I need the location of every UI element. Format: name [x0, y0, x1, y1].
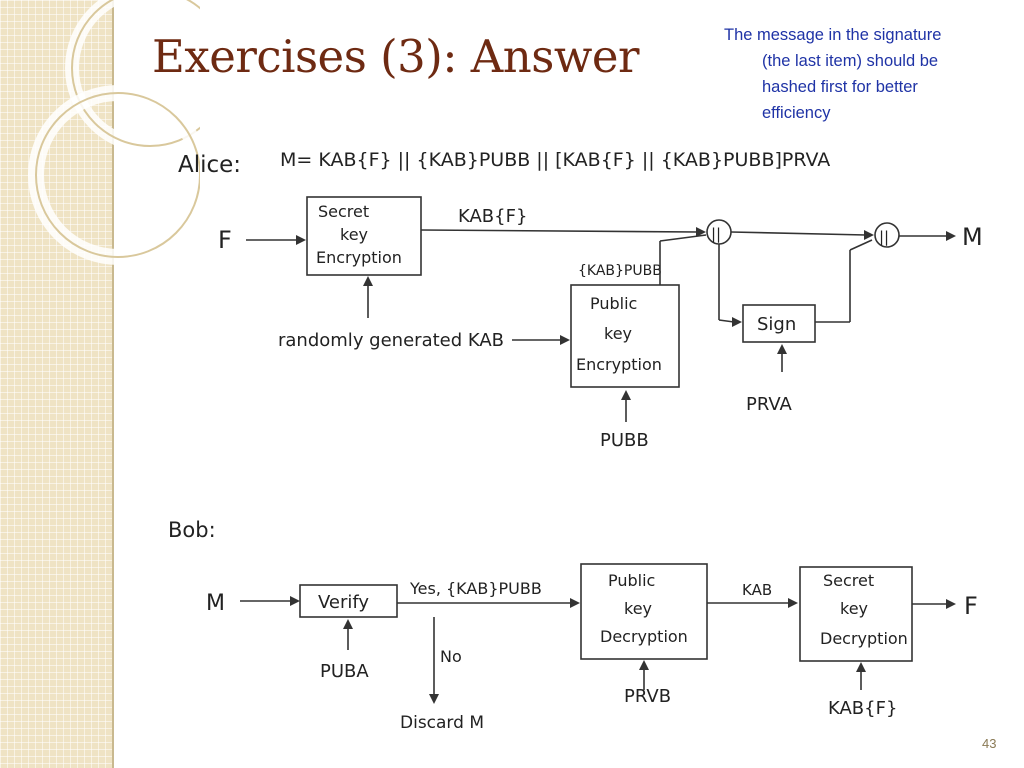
note-line: efficiency	[762, 104, 831, 122]
alice-output-m: M	[962, 223, 983, 251]
box-line: key	[624, 599, 652, 618]
box-line: Decryption	[600, 627, 688, 646]
alice-input-f: F	[218, 226, 232, 254]
verify-box	[299, 584, 398, 618]
puba-label: PUBA	[320, 661, 369, 682]
box-line: Public	[608, 571, 655, 590]
prvb-label: PRVB	[624, 686, 671, 707]
no-label: No	[440, 647, 462, 666]
secret-key-decryption-box	[799, 566, 913, 662]
discard-label: Discard M	[400, 713, 484, 733]
alice-label: Alice:	[178, 152, 241, 178]
bob-output-f: F	[964, 592, 978, 620]
concat-symbol: ||	[711, 225, 721, 243]
note-line: The message in the signature	[724, 26, 942, 44]
yes-label: Yes, {KAB}PUBB	[409, 579, 542, 598]
box-line: Decryption	[820, 629, 908, 648]
public-key-decryption-box	[580, 563, 708, 660]
box-line: Public	[590, 294, 637, 313]
alice-formula: M= KAB{F} || {KAB}PUBB || [KAB{F} || {KA…	[280, 149, 830, 171]
box-line: key	[340, 225, 368, 244]
pubb-label: PUBB	[600, 430, 649, 451]
note-line: (the last item) should be	[762, 52, 939, 70]
box-line: Encryption	[576, 355, 662, 374]
random-key-label: randomly generated KAB	[278, 330, 504, 351]
secret-key-encryption-box	[306, 196, 422, 276]
efficiency-note: The message in the signature (the last i…	[724, 22, 1014, 126]
box-line: Secret	[823, 571, 874, 590]
bob-kab-label: KAB	[742, 581, 772, 599]
decorative-rings	[28, 0, 200, 265]
slide-title: Exercises (3): Answer	[152, 30, 640, 83]
concat-node	[874, 222, 900, 248]
sign-box	[742, 304, 816, 343]
prva-label: PRVA	[746, 394, 793, 415]
kab-pubb-label: {KAB}PUBB	[578, 263, 662, 279]
bob-input-m: M	[206, 591, 225, 616]
note-line: hashed first for better	[762, 78, 918, 96]
sign-label: Sign	[757, 314, 796, 335]
public-key-encryption-box	[570, 284, 680, 388]
box-line: Secret	[318, 202, 369, 221]
verify-label: Verify	[318, 592, 369, 613]
concat-symbol: ||	[879, 228, 889, 246]
box-line: key	[604, 324, 632, 343]
box-line: Encryption	[316, 248, 402, 267]
sidebar-divider	[112, 0, 114, 768]
alice-kab-f-label: KAB{F}	[458, 206, 527, 227]
box-line: key	[840, 599, 868, 618]
bob-kab-f-label: KAB{F}	[828, 698, 897, 719]
bob-label: Bob:	[168, 518, 216, 542]
page-number: 43	[982, 736, 997, 751]
